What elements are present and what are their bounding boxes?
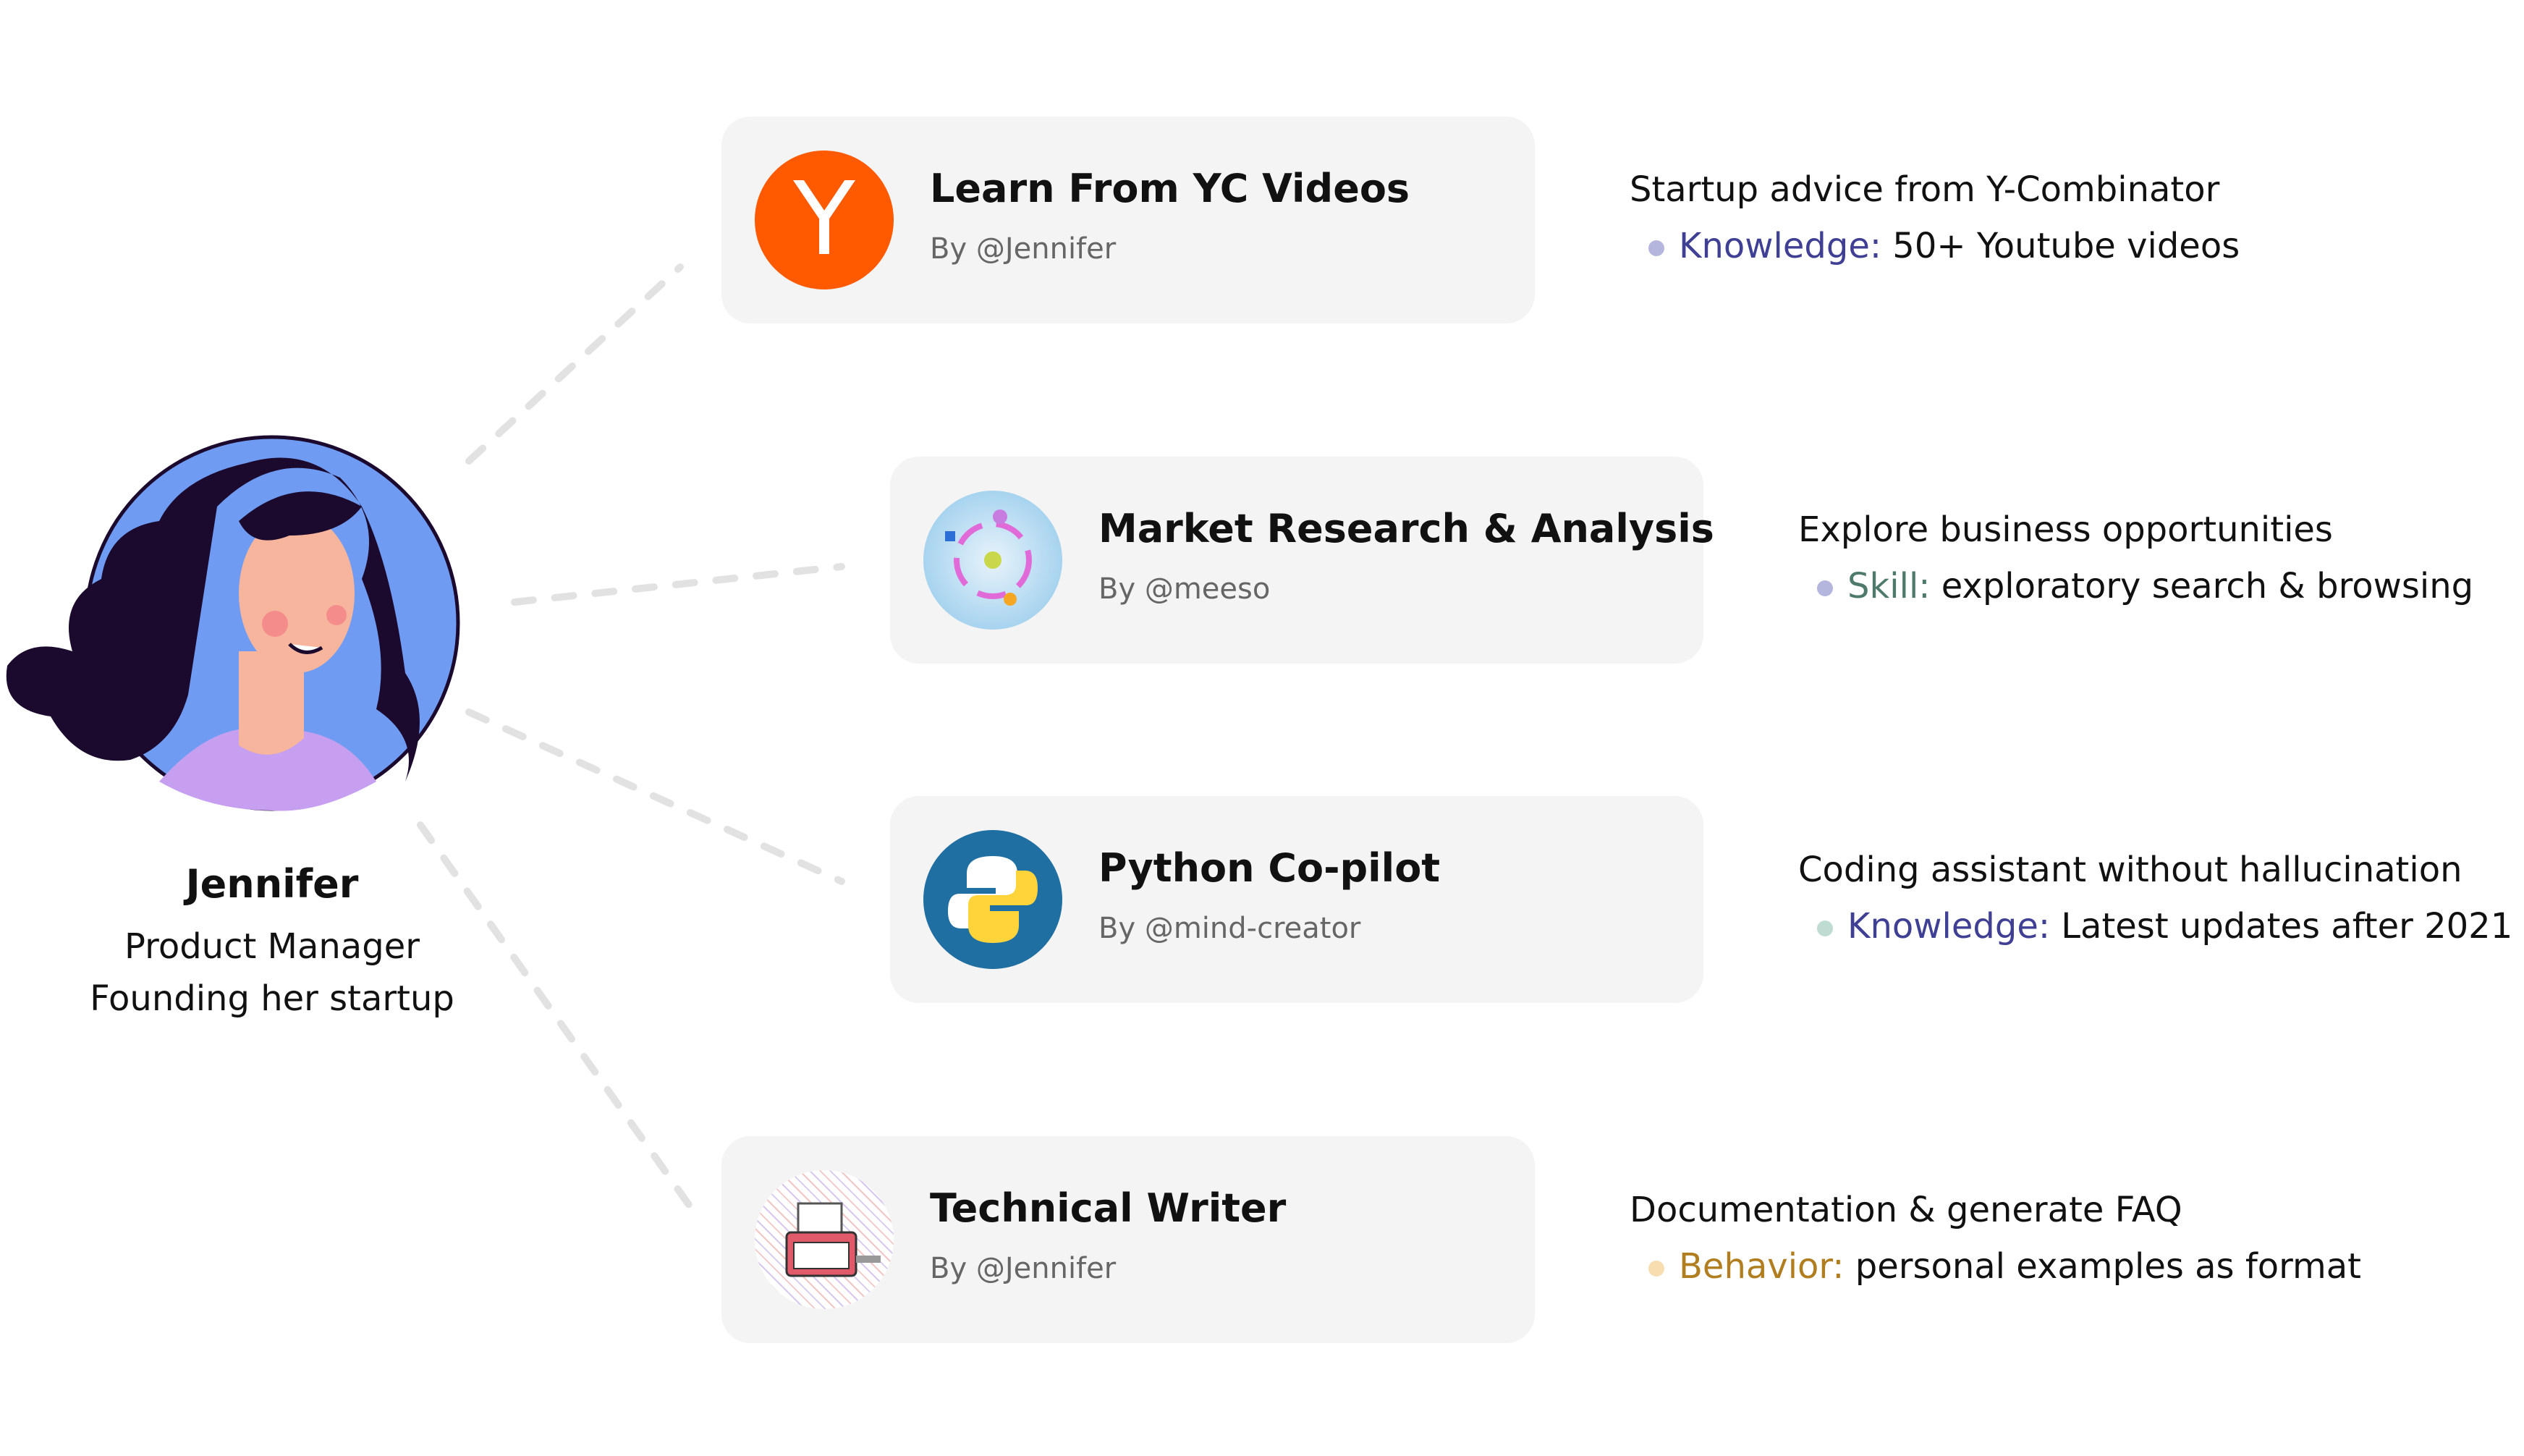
agent-title: Learn From YC Videos: [930, 166, 1410, 211]
python-logo-icon: [923, 830, 1062, 969]
person-name: Jennifer: [185, 861, 359, 907]
tag-label: Knowledge:: [1847, 906, 2051, 947]
agent-card-market-research[interactable]: Market Research & Analysis By @meeso: [890, 457, 1714, 664]
connector-line-4: [417, 821, 696, 1214]
tag-detail: personal examples as format: [1855, 1246, 2361, 1287]
typewriter-icon: [755, 1170, 894, 1309]
connector-line-1: [465, 263, 684, 465]
description-text: Startup advice from Y-Combinator: [1630, 169, 2220, 210]
bullet-dot: [1648, 240, 1664, 256]
agent-description-yc: Startup advice from Y-Combinator Knowled…: [1630, 169, 2240, 266]
tag-label: Behavior:: [1679, 1246, 1845, 1287]
avatar: [6, 435, 460, 811]
tag-detail: 50+ Youtube videos: [1892, 226, 2240, 266]
agent-card-python[interactable]: Python Co-pilot By @mind-creator: [890, 796, 1703, 1003]
connector-line-3: [465, 708, 845, 885]
agent-title: Market Research & Analysis: [1098, 506, 1714, 551]
person-role: Product Manager: [124, 926, 420, 967]
agent-author: By @mind-creator: [1098, 912, 1361, 945]
agent-description-python: Coding assistant without hallucination K…: [1798, 850, 2512, 947]
agent-title: Python Co-pilot: [1098, 845, 1441, 891]
person-tagline: Founding her startup: [90, 978, 454, 1019]
agent-author: By @Jennifer: [930, 232, 1117, 266]
bullet-dot: [1817, 580, 1833, 596]
bullet-dot: [1648, 1261, 1664, 1277]
agent-description-market-research: Explore business opportunities Skill: ex…: [1798, 509, 2473, 606]
market-research-icon: [923, 491, 1062, 630]
bullet-dot: [1817, 920, 1833, 936]
agent-description-technical-writer: Documentation & generate FAQ Behavior: p…: [1630, 1190, 2361, 1287]
description-text: Coding assistant without hallucination: [1798, 850, 2462, 890]
tag-label: Knowledge:: [1679, 226, 1882, 266]
description-text: Documentation & generate FAQ: [1630, 1190, 2182, 1230]
description-text: Explore business opportunities: [1798, 509, 2333, 550]
agent-author: By @Jennifer: [930, 1252, 1117, 1285]
tag-label: Skill:: [1847, 566, 1931, 606]
connector-line-2: [511, 563, 845, 606]
tag-detail: Latest updates after 2021: [2061, 906, 2513, 947]
agent-card-technical-writer[interactable]: Technical Writer By @Jennifer: [721, 1136, 1535, 1343]
agent-card-yc[interactable]: Y Learn From YC Videos By @Jennifer: [721, 117, 1535, 323]
tag-detail: exploratory search & browsing: [1941, 566, 2474, 606]
agent-author: By @meeso: [1098, 572, 1271, 606]
agent-title: Technical Writer: [930, 1185, 1287, 1231]
yc-logo-icon: Y: [755, 151, 894, 289]
